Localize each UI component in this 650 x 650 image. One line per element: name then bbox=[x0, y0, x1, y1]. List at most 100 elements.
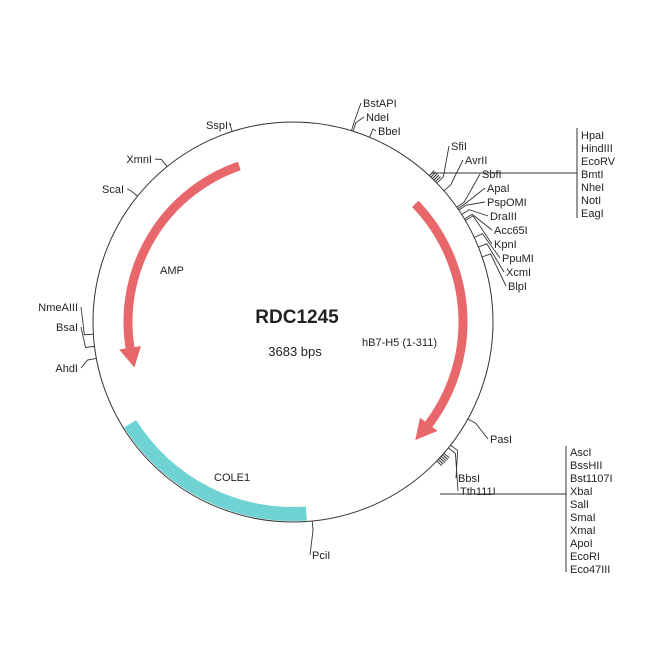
site-blpi[interactable]: BlpI bbox=[481, 253, 527, 293]
site-smai[interactable]: SmaI bbox=[570, 512, 596, 524]
site-label[interactable]: SfiI bbox=[451, 141, 467, 153]
site-tick bbox=[474, 233, 501, 259]
feature-label-hb7h5: hB7-H5 (1-311) bbox=[362, 337, 437, 349]
site-pasi[interactable]: PasI bbox=[467, 418, 512, 446]
site-sspi[interactable]: SspI bbox=[206, 120, 233, 132]
site-apai[interactable]: ApaI bbox=[457, 183, 510, 210]
site-label[interactable]: BsaI bbox=[56, 322, 78, 334]
site-xmni[interactable]: XmnI bbox=[126, 154, 168, 167]
cluster-tick bbox=[442, 454, 449, 460]
site-tick bbox=[80, 358, 97, 369]
site-label[interactable]: Tth111I bbox=[460, 486, 496, 498]
site-bstapi[interactable]: BstAPI bbox=[351, 98, 397, 131]
site-label[interactable]: BbsI bbox=[458, 473, 480, 485]
cluster-tick bbox=[443, 452, 450, 459]
site-label[interactable]: BlpI bbox=[508, 281, 527, 293]
site-xmai[interactable]: XmaI bbox=[570, 525, 596, 537]
cluster-tick bbox=[439, 457, 446, 464]
site-label[interactable]: PciI bbox=[312, 550, 330, 562]
site-tth111i[interactable]: Tth111I bbox=[448, 447, 496, 498]
site-kpni[interactable]: KpnI bbox=[465, 215, 517, 251]
site-hpai[interactable]: HpaI bbox=[581, 130, 604, 142]
plasmid-size: 3683 bps bbox=[268, 344, 322, 359]
site-tick bbox=[448, 447, 459, 492]
site-tick bbox=[478, 243, 505, 273]
site-apoi[interactable]: ApoI bbox=[570, 538, 593, 550]
site-ahdi[interactable]: AhdI bbox=[55, 358, 97, 375]
site-label[interactable]: PspOMI bbox=[487, 197, 527, 209]
site-scai[interactable]: ScaI bbox=[102, 184, 138, 197]
site-tick bbox=[481, 253, 507, 287]
site-tick bbox=[443, 159, 464, 192]
amp-arrow bbox=[123, 161, 241, 349]
site-nmeaiii[interactable]: NmeAIII bbox=[38, 302, 94, 336]
site-bmti[interactable]: BmtI bbox=[581, 169, 604, 181]
cluster-tick bbox=[432, 173, 438, 179]
site-tick bbox=[352, 116, 365, 132]
site-sfii[interactable]: SfiI bbox=[436, 141, 467, 184]
site-label[interactable]: PasI bbox=[490, 434, 512, 446]
site-xcmi[interactable]: XcmI bbox=[478, 243, 531, 279]
site-label[interactable]: XcmI bbox=[506, 267, 531, 279]
site-label[interactable]: XmnI bbox=[126, 154, 152, 166]
site-noti[interactable]: NotI bbox=[581, 195, 601, 207]
site-ecorv[interactable]: EcoRV bbox=[581, 156, 616, 168]
site-sbfi[interactable]: SbfI bbox=[456, 169, 502, 208]
site-tick bbox=[457, 187, 486, 210]
site-tick bbox=[154, 158, 168, 167]
hb7h5-arrow bbox=[412, 200, 468, 428]
site-avrii[interactable]: AvrII bbox=[443, 155, 487, 192]
site-draiii[interactable]: DraIII bbox=[461, 209, 517, 223]
site-label[interactable]: DraIII bbox=[490, 211, 517, 223]
site-tick bbox=[351, 102, 362, 131]
site-label[interactable]: NdeI bbox=[366, 112, 389, 124]
site-ppumi[interactable]: PpuMI bbox=[474, 233, 534, 265]
site-asci[interactable]: AscI bbox=[570, 447, 591, 459]
site-bst1107i[interactable]: Bst1107I bbox=[570, 473, 613, 485]
site-tick bbox=[436, 145, 450, 184]
cluster-tick bbox=[433, 174, 440, 181]
site-label[interactable]: Acc65I bbox=[494, 225, 528, 237]
site-label[interactable]: SbfI bbox=[482, 169, 502, 181]
amp-arrow-head bbox=[119, 346, 141, 368]
site-pspomi[interactable]: PspOMI bbox=[458, 197, 527, 211]
site-tick bbox=[467, 418, 489, 440]
site-bsshii[interactable]: BssHII bbox=[570, 460, 602, 472]
site-tick bbox=[229, 122, 233, 132]
site-eco47iii[interactable]: Eco47III bbox=[570, 564, 610, 576]
site-bbei[interactable]: BbeI bbox=[369, 126, 401, 138]
site-label[interactable]: ApaI bbox=[487, 183, 510, 195]
site-label[interactable]: AhdI bbox=[55, 363, 78, 375]
feature-label-cole1: COLE1 bbox=[214, 472, 250, 484]
site-label[interactable]: PpuMI bbox=[502, 253, 534, 265]
site-bsai[interactable]: BsaI bbox=[56, 322, 95, 348]
site-bbsi[interactable]: BbsI bbox=[450, 444, 480, 485]
site-sali[interactable]: SalI bbox=[570, 499, 589, 511]
site-nhei[interactable]: NheI bbox=[581, 182, 604, 194]
site-tick bbox=[465, 215, 493, 245]
site-xbai[interactable]: XbaI bbox=[570, 486, 593, 498]
site-tick bbox=[461, 209, 489, 217]
site-acc65i[interactable]: Acc65I bbox=[464, 213, 528, 237]
site-ndei[interactable]: NdeI bbox=[352, 112, 389, 132]
site-hindiii[interactable]: HindIII bbox=[581, 143, 613, 155]
site-tick bbox=[309, 521, 314, 556]
hb7h5-arrow-head bbox=[415, 417, 438, 441]
site-ecori[interactable]: EcoRI bbox=[570, 551, 600, 563]
site-tick bbox=[369, 128, 377, 138]
site-label[interactable]: BstAPI bbox=[363, 98, 397, 110]
site-tick bbox=[464, 213, 493, 231]
site-label[interactable]: AvrII bbox=[465, 155, 487, 167]
cluster-tick bbox=[437, 459, 444, 465]
site-label[interactable]: ScaI bbox=[102, 184, 124, 196]
cluster-tick bbox=[429, 170, 435, 177]
cluster-tick bbox=[440, 455, 447, 462]
site-label[interactable]: KpnI bbox=[494, 239, 517, 251]
site-label[interactable]: NmeAIII bbox=[38, 302, 78, 314]
site-eagi[interactable]: EagI bbox=[581, 208, 604, 220]
site-tick bbox=[126, 188, 138, 197]
site-label[interactable]: BbeI bbox=[378, 126, 401, 138]
site-label[interactable]: SspI bbox=[206, 120, 228, 132]
site-pcii[interactable]: PciI bbox=[309, 521, 330, 562]
